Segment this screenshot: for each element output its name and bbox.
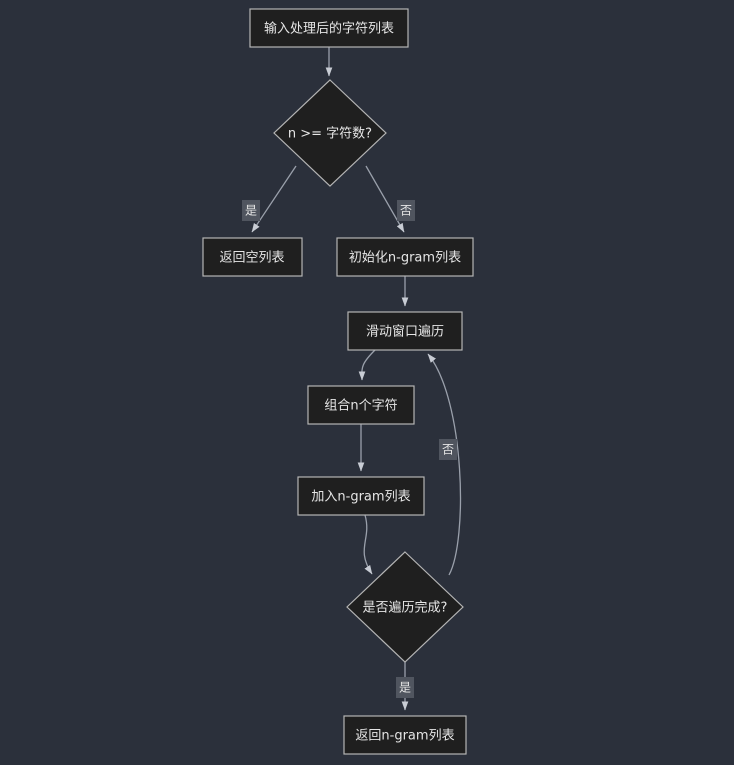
node-sliding-window[interactable]: 滑动窗口遍历 xyxy=(347,311,463,351)
node-append-ngram-list[interactable]: 加入n-gram列表 xyxy=(297,476,425,516)
node-sliding-window-label: 滑动窗口遍历 xyxy=(366,324,444,340)
node-input[interactable]: 输入处理后的字符列表 xyxy=(249,8,409,48)
node-cond1-label: n >= 字符数? xyxy=(288,126,372,142)
node-return-ngram-list[interactable]: 返回n-gram列表 xyxy=(343,715,467,755)
node-return-empty-list-label: 返回空列表 xyxy=(219,251,284,266)
node-cond1[interactable]: n >= 字符数? xyxy=(273,79,387,187)
edge-label-no-loop-text: 否 xyxy=(442,443,454,457)
node-combine-chars[interactable]: 组合n个字符 xyxy=(307,385,415,425)
edge-cond1-to-init xyxy=(365,165,405,233)
edge-label-yes-empty: 是 xyxy=(242,200,260,221)
edge-append-to-cond2 xyxy=(363,514,373,575)
edge-slide-to-combine xyxy=(358,349,376,381)
node-group: 输入处理后的字符列表 n >= 字符数? 返回空列表 初始化n-gram列表 滑… xyxy=(202,8,474,755)
edge-cond2-to-slide-loop xyxy=(427,353,462,576)
node-cond2-label: 是否遍历完成? xyxy=(363,600,448,616)
edge-label-yes-result-text: 是 xyxy=(399,681,411,695)
node-cond2[interactable]: 是否遍历完成? xyxy=(346,551,464,663)
edge-label-no-loop: 否 xyxy=(439,439,457,460)
node-append-ngram-list-label: 加入n-gram列表 xyxy=(311,490,410,505)
node-input-label: 输入处理后的字符列表 xyxy=(264,21,394,37)
node-init-ngram-list-label: 初始化n-gram列表 xyxy=(349,251,461,266)
node-combine-chars-label: 组合n个字符 xyxy=(324,398,397,414)
edge-label-yes-empty-text: 是 xyxy=(245,204,257,218)
edge-label-yes-result: 是 xyxy=(396,677,414,698)
node-return-ngram-list-label: 返回n-gram列表 xyxy=(355,729,454,744)
edge-label-no-init-text: 否 xyxy=(400,204,412,218)
edge-cond1-to-empty xyxy=(251,165,297,233)
edge-label-no-init: 否 xyxy=(397,200,415,221)
edge-label-group: 是 否 否 是 xyxy=(242,200,457,698)
node-return-empty-list[interactable]: 返回空列表 xyxy=(202,237,303,277)
node-init-ngram-list[interactable]: 初始化n-gram列表 xyxy=(336,237,474,277)
